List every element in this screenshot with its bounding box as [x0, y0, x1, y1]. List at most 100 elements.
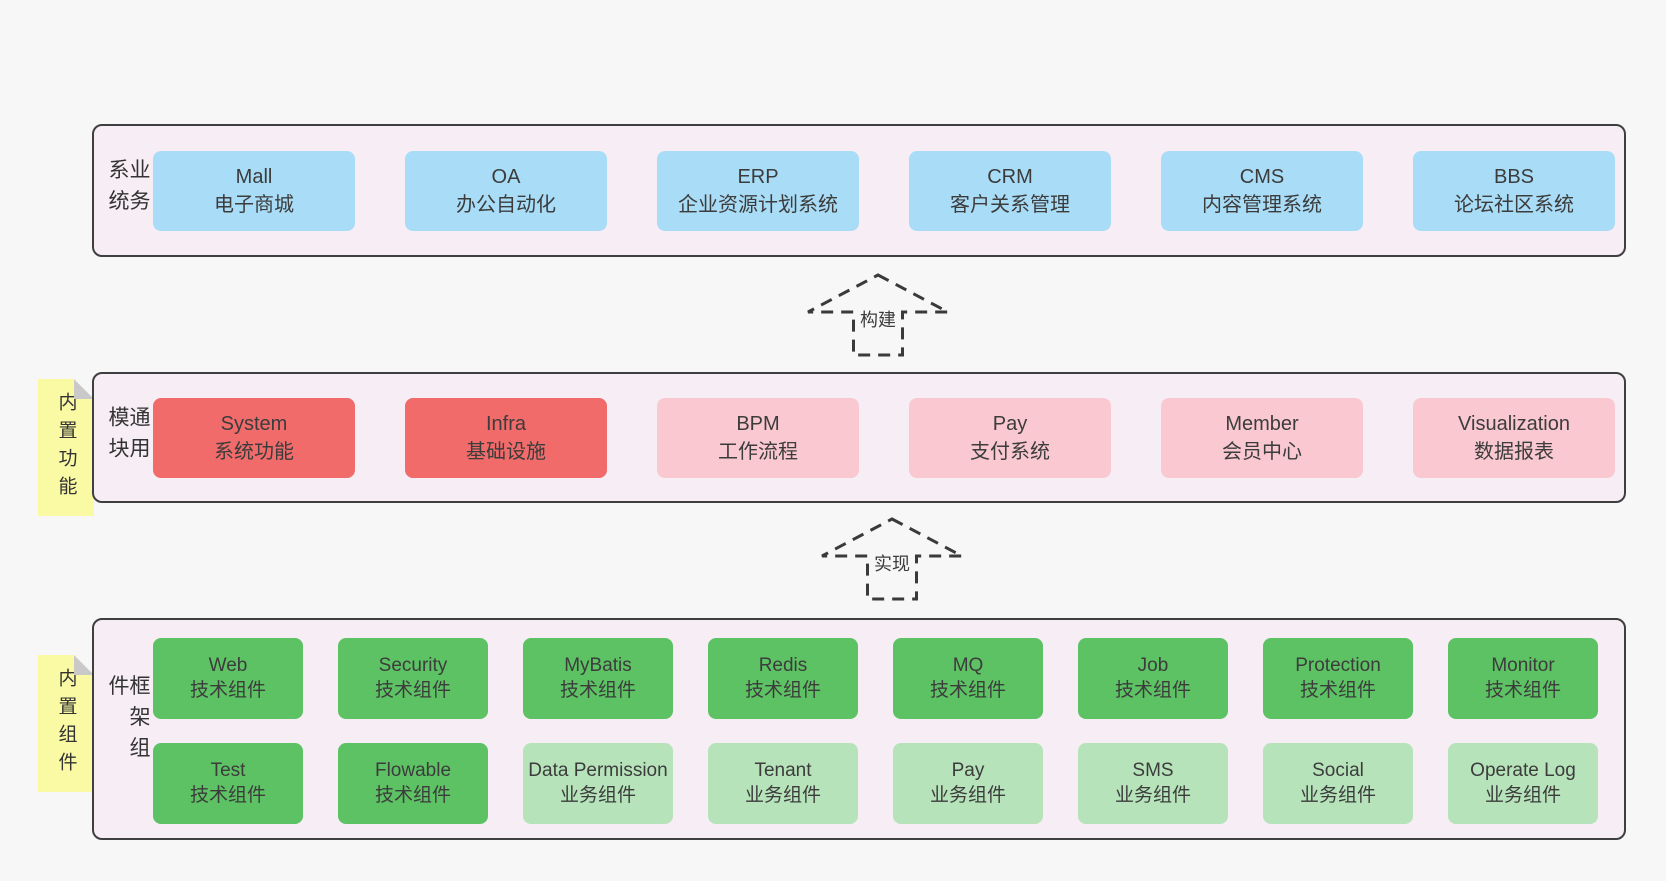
box-name: CMS [1239, 165, 1285, 188]
framework-row-2: Test 技术组件 Flowable 技术组件 Data Permission … [153, 743, 1598, 824]
layer-title: 业务系统 [106, 158, 150, 221]
box-name: Pay [951, 759, 985, 781]
box-name: Data Permission [528, 759, 668, 781]
box-name: Monitor [1491, 654, 1555, 676]
up-arrow-icon [807, 273, 949, 357]
box-name: BPM [736, 412, 780, 435]
box-test: Test 技术组件 [153, 743, 303, 824]
layer-common-modules: 通用模块 System 系统功能 Infra 基础设施 BPM 工作流程 Pay… [92, 372, 1626, 503]
box-security: Security 技术组件 [338, 638, 488, 719]
box-desc: 业务组件 [1484, 784, 1561, 806]
box-name: Mall [235, 165, 273, 188]
box-name: Tenant [754, 759, 812, 781]
box-redis: Redis 技术组件 [708, 638, 858, 719]
box-desc: 电子商城 [214, 194, 294, 216]
box-name: Web [208, 654, 248, 676]
box-name: Security [378, 654, 448, 676]
box-desc: 技术组件 [189, 679, 266, 701]
box-monitor: Monitor 技术组件 [1448, 638, 1598, 719]
box-desc: 技术组件 [1484, 679, 1561, 701]
box-erp: ERP 企业资源计划系统 [657, 151, 859, 231]
box-desc: 内容管理系统 [1202, 194, 1322, 216]
box-desc: 业务组件 [559, 784, 636, 806]
box-desc: 技术组件 [1114, 679, 1191, 701]
box-desc: 技术组件 [1299, 679, 1376, 701]
box-pay-component: Pay 业务组件 [893, 743, 1043, 824]
arrow-label: 实现 [870, 550, 914, 576]
box-name: Infra [485, 412, 527, 435]
box-member: Member 会员中心 [1161, 398, 1363, 478]
box-operate-log: Operate Log 业务组件 [1448, 743, 1598, 824]
box-system: System 系统功能 [153, 398, 355, 478]
sticky-note-builtin-features: 内置功能 [38, 379, 94, 516]
box-name: Job [1137, 654, 1169, 676]
box-name: ERP [737, 165, 779, 188]
box-social: Social 业务组件 [1263, 743, 1413, 824]
layer-title: 通用模块 [106, 405, 150, 468]
box-bpm: BPM 工作流程 [657, 398, 859, 478]
build-arrow: 构建 [806, 273, 950, 357]
box-name: Member [1225, 412, 1299, 435]
box-desc: 工作流程 [718, 441, 798, 463]
business-systems-row: Mall 电子商城 OA 办公自动化 ERP 企业资源计划系统 CRM 客户关系… [153, 151, 1615, 231]
box-name: MQ [952, 654, 984, 676]
box-desc: 技术组件 [929, 679, 1006, 701]
sticky-note-builtin-components: 内置组件 [38, 655, 94, 792]
box-desc: 企业资源计划系统 [678, 194, 838, 216]
box-name: Operate Log [1470, 759, 1576, 781]
box-mall: Mall 电子商城 [153, 151, 355, 231]
box-desc: 业务组件 [1299, 784, 1376, 806]
box-cms: CMS 内容管理系统 [1161, 151, 1363, 231]
up-arrow-icon [821, 517, 963, 601]
box-visualization: Visualization 数据报表 [1413, 398, 1615, 478]
box-desc: 技术组件 [744, 679, 821, 701]
box-job: Job 技术组件 [1078, 638, 1228, 719]
common-modules-row: System 系统功能 Infra 基础设施 BPM 工作流程 Pay 支付系统… [153, 398, 1615, 478]
box-protection: Protection 技术组件 [1263, 638, 1413, 719]
box-desc: 系统功能 [214, 441, 294, 463]
layer-title: 框架组件 [106, 674, 150, 768]
box-name: Pay [992, 412, 1028, 435]
layer-business-systems: 业务系统 Mall 电子商城 OA 办公自动化 ERP 企业资源计划系统 CRM… [92, 124, 1626, 257]
box-desc: 办公自动化 [456, 194, 556, 216]
box-name: MyBatis [564, 654, 632, 676]
box-desc: 业务组件 [929, 784, 1006, 806]
box-desc: 客户关系管理 [950, 194, 1070, 216]
box-bbs: BBS 论坛社区系统 [1413, 151, 1615, 231]
framework-row-1: Web 技术组件 Security 技术组件 MyBatis 技术组件 Redi… [153, 638, 1598, 719]
box-desc: 数据报表 [1474, 441, 1554, 463]
box-name: OA [491, 165, 521, 188]
box-desc: 会员中心 [1222, 441, 1302, 463]
box-sms: SMS 业务组件 [1078, 743, 1228, 824]
box-name: System [220, 412, 288, 435]
box-desc: 论坛社区系统 [1454, 194, 1574, 216]
box-desc: 技术组件 [374, 679, 451, 701]
box-name: SMS [1132, 759, 1174, 781]
box-name: CRM [987, 165, 1033, 188]
sticky-note-label: 内置功能 [55, 391, 77, 504]
box-desc: 支付系统 [970, 441, 1050, 463]
box-web: Web 技术组件 [153, 638, 303, 719]
box-desc: 技术组件 [559, 679, 636, 701]
box-name: Visualization [1458, 412, 1570, 435]
box-desc: 基础设施 [466, 441, 546, 463]
layer-framework-components: 框架组件 Web 技术组件 Security 技术组件 MyBatis 技术组件… [92, 618, 1626, 840]
box-name: Social [1312, 759, 1364, 781]
implement-arrow: 实现 [820, 517, 964, 601]
box-name: Test [210, 759, 246, 781]
sticky-note-label: 内置组件 [55, 667, 77, 780]
box-name: BBS [1493, 165, 1535, 188]
box-crm: CRM 客户关系管理 [909, 151, 1111, 231]
box-desc: 技术组件 [189, 784, 266, 806]
box-data-permission: Data Permission 业务组件 [523, 743, 673, 824]
box-pay-module: Pay 支付系统 [909, 398, 1111, 478]
box-mybatis: MyBatis 技术组件 [523, 638, 673, 719]
box-tenant: Tenant 业务组件 [708, 743, 858, 824]
box-oa: OA 办公自动化 [405, 151, 607, 231]
box-name: Flowable [374, 759, 452, 781]
box-mq: MQ 技术组件 [893, 638, 1043, 719]
box-desc: 技术组件 [374, 784, 451, 806]
box-desc: 业务组件 [744, 784, 821, 806]
box-desc: 业务组件 [1114, 784, 1191, 806]
